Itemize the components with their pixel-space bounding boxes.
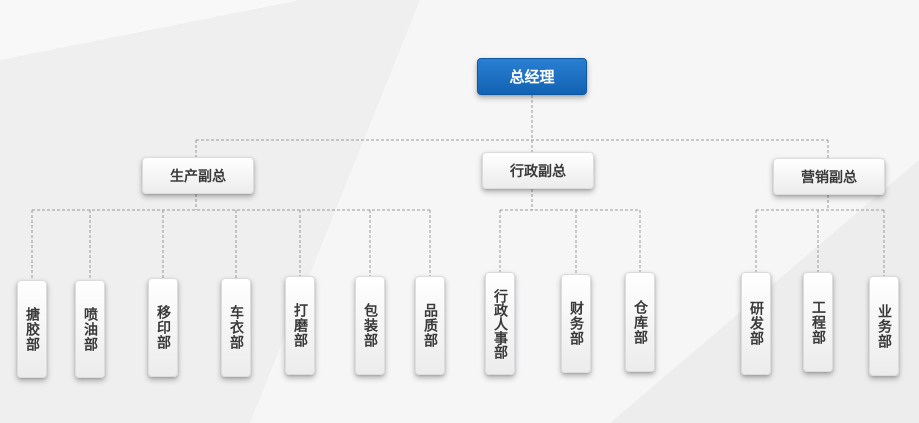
dept-node: 包装部 (355, 276, 385, 375)
dept-node: 打磨部 (285, 276, 315, 375)
dept-node: 研发部 (741, 272, 771, 375)
dept-node: 车衣部 (221, 278, 251, 377)
dept-label: 财务部 (568, 301, 584, 346)
vp-node-sales: 营销副总 (773, 158, 885, 195)
dept-node: 工程部 (803, 272, 833, 372)
vp-label: 生产副总 (170, 168, 226, 185)
vp-label: 行政副总 (510, 163, 566, 180)
dept-label: 搪胶部 (24, 306, 40, 352)
dept-node: 喷油部 (75, 280, 105, 378)
dept-node: 移印部 (148, 278, 178, 377)
dept-label: 工程部 (810, 299, 826, 345)
dept-label: 打磨部 (292, 303, 308, 348)
dept-label: 移印部 (155, 305, 171, 350)
dept-node: 品质部 (415, 276, 445, 375)
dept-label: 包装部 (362, 303, 378, 348)
dept-node: 仓库部 (625, 272, 655, 372)
dept-label: 行政人事部 (492, 288, 508, 359)
dept-label: 研发部 (748, 301, 764, 346)
dept-node: 行政人事部 (485, 272, 515, 375)
dept-label: 喷油部 (82, 306, 98, 352)
vp-node-production: 生产副总 (142, 157, 254, 194)
dept-label: 业务部 (876, 303, 892, 349)
dept-label: 品质部 (422, 303, 438, 348)
dept-node: 搪胶部 (17, 280, 47, 378)
dept-node: 财务部 (561, 274, 591, 373)
vp-node-admin: 行政副总 (482, 152, 594, 189)
ceo-node: 总经理 (477, 58, 587, 95)
dept-label: 车衣部 (228, 305, 244, 350)
ceo-label: 总经理 (509, 68, 555, 86)
dept-label: 仓库部 (632, 299, 648, 345)
dept-node: 业务部 (869, 276, 899, 376)
vp-label: 营销副总 (801, 169, 857, 186)
